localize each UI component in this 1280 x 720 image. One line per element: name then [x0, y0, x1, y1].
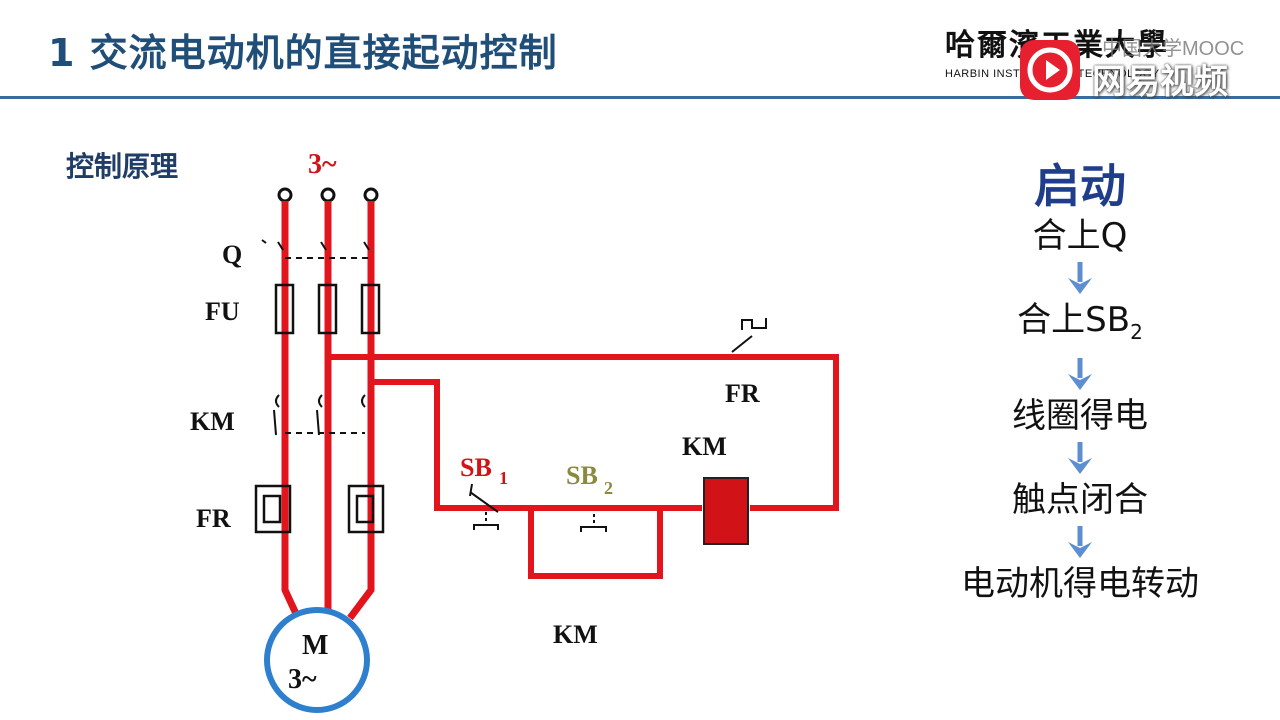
svg-text:2: 2	[604, 478, 613, 498]
mooc-label: 中国大学MOOC	[1102, 38, 1245, 60]
flow-step-text: 触点闭合	[1012, 479, 1148, 520]
label-q: Q	[222, 240, 242, 269]
play-logo-icon	[1020, 40, 1080, 100]
flow-step-text: 合上Q	[1032, 216, 1128, 256]
svg-text:1: 1	[499, 468, 508, 488]
motor-phase-label: 3~	[288, 664, 317, 695]
control-circuit-wires	[328, 354, 839, 579]
km-coil	[703, 477, 749, 545]
motor-label: M	[302, 630, 328, 661]
flow-step-text: 电动机得电转动	[961, 563, 1199, 604]
fuses-fu	[274, 283, 381, 335]
slide-title: 1 交流电动机的直接起动控制	[48, 31, 558, 75]
svg-text:SB: SB	[566, 461, 598, 490]
flow-step: 合上Q	[950, 216, 1210, 256]
down-arrow-icon	[1060, 438, 1100, 478]
flow-step: 合上SB2	[950, 300, 1210, 352]
label-sb1: SB 1	[460, 453, 508, 488]
label-km-main: KM	[190, 407, 235, 436]
main-circuit-wires	[281, 201, 375, 621]
thermal-relay-fr-elements	[254, 484, 385, 534]
motor-symbol	[264, 607, 370, 713]
label-fr-control: FR	[725, 379, 760, 408]
down-arrow-icon	[1060, 354, 1100, 394]
circuit-diagram: 3~ Q FU KM	[190, 149, 839, 713]
label-fu: FU	[205, 297, 240, 326]
flow-title: 启动	[1034, 159, 1126, 213]
flow-step-text: 合上SB	[1017, 300, 1131, 340]
down-arrow-icon	[1060, 522, 1100, 562]
km-main-contacts	[273, 394, 366, 436]
label-sb2: SB 2	[566, 461, 613, 498]
section-label: 控制原理	[66, 150, 179, 183]
label-km-coil: KM	[682, 432, 727, 461]
flow-step: 触点闭合	[950, 480, 1210, 520]
title-divider	[0, 96, 1280, 99]
flow-step: 线圈得电	[950, 396, 1210, 436]
label-km-aux: KM	[553, 620, 598, 649]
thermal-relay-fr-contact	[731, 318, 767, 353]
source-label: 3~	[308, 149, 337, 180]
flow-step: 电动机得电转动	[950, 564, 1210, 604]
stop-button-sb1	[469, 483, 499, 530]
flow-steps: 合上Q 合上SB2 线圈得电触点闭合电动机得电转动	[950, 216, 1210, 604]
switch-q	[261, 239, 371, 259]
flow-step-text: 线圈得电	[1012, 395, 1148, 436]
power-terminals	[277, 187, 379, 203]
label-fr-main: FR	[196, 504, 231, 533]
down-arrow-icon	[1060, 258, 1100, 298]
start-button-sb2	[580, 514, 607, 532]
svg-text:SB: SB	[460, 453, 492, 482]
flow-step-subscript: 2	[1130, 319, 1143, 344]
watermark-text: 网易视频	[1092, 62, 1228, 102]
start-sequence: 启动 合上Q 合上SB2 线圈得电触点闭合电动机得电转动	[950, 150, 1210, 604]
